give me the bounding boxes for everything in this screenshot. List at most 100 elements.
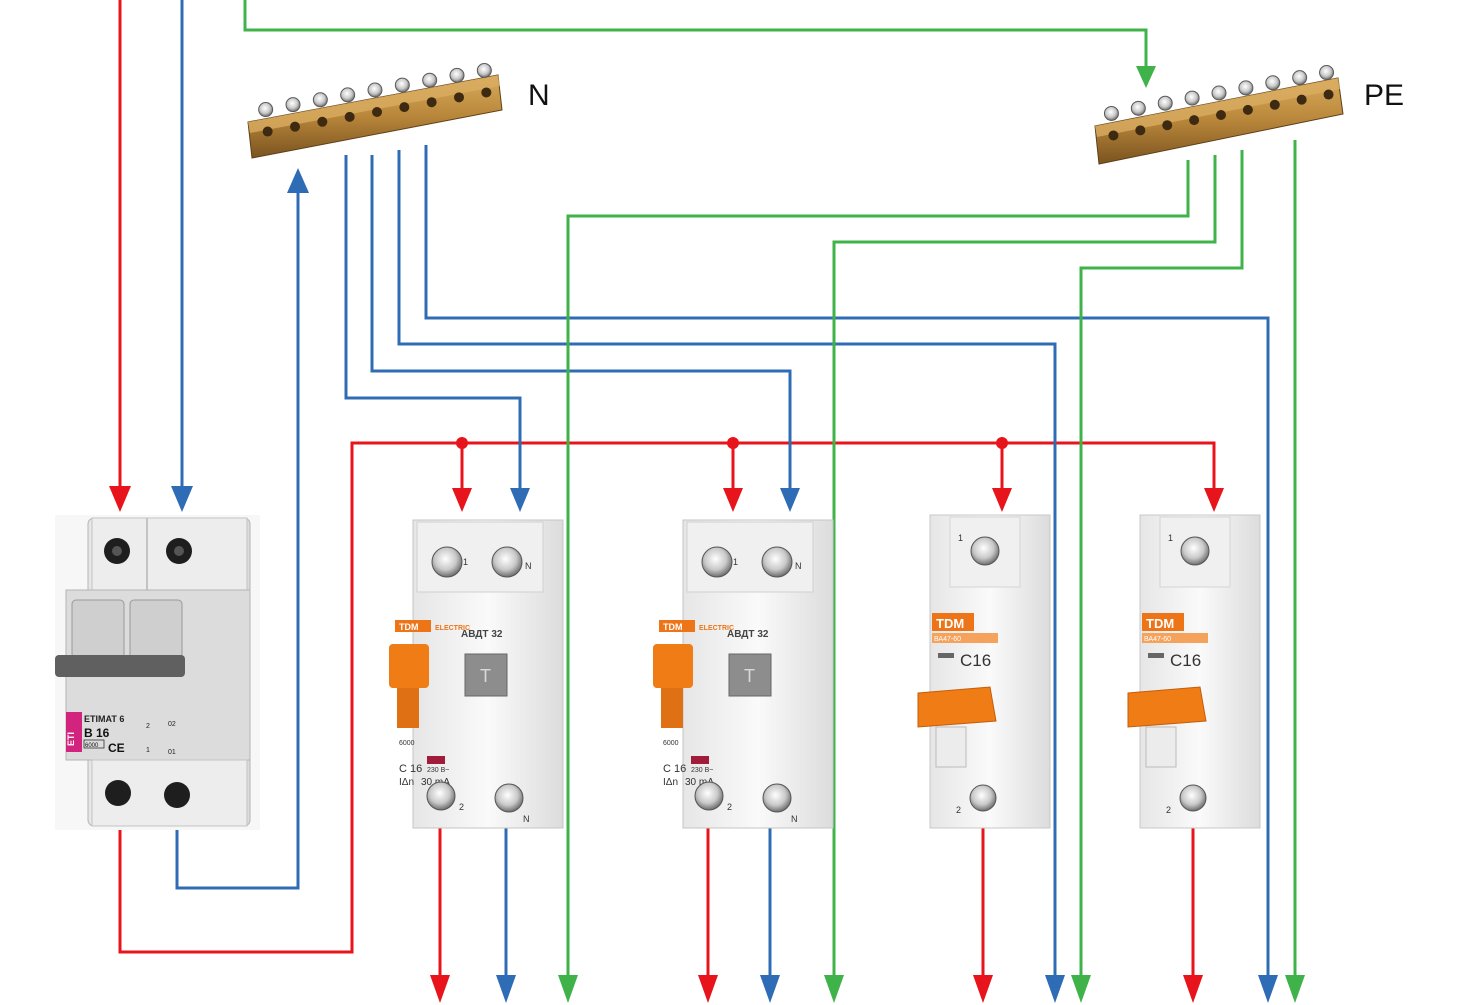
arrow-down-earth	[824, 975, 844, 1003]
arrow-down-earth	[1285, 975, 1305, 1003]
toggle-lever	[71, 599, 125, 659]
rating-text: C 16	[399, 763, 422, 775]
svg-text:1: 1	[146, 747, 150, 754]
svg-text:IΔn: IΔn	[663, 777, 678, 788]
busbar-hole	[262, 126, 273, 137]
svg-text:ELECTRIC: ELECTRIC	[435, 625, 470, 632]
terminal-screw	[1180, 536, 1210, 566]
svg-text:ВА47-60: ВА47-60	[1144, 636, 1171, 643]
earth-busbar: PE	[1094, 65, 1404, 165]
svg-text:ELECTRIC: ELECTRIC	[699, 625, 734, 632]
svg-text:01: 01	[168, 749, 176, 756]
arrow-down-phase	[973, 975, 993, 1003]
busbar-top-face	[248, 75, 500, 133]
svg-text:2: 2	[956, 805, 961, 815]
mcb-handle	[1127, 686, 1207, 728]
neutral-busbar-to-rcbo2	[370, 155, 792, 498]
busbar-screw	[1103, 105, 1119, 121]
neutral-main-to-busbar-wire	[175, 183, 300, 890]
brand-badge	[932, 613, 974, 631]
terminal-screw	[969, 784, 997, 812]
busbar-top-face	[1095, 78, 1340, 137]
terminal-screw	[431, 546, 463, 578]
busbar-screw	[367, 82, 383, 98]
eti-logo-strip	[66, 712, 82, 752]
busbar-screw	[1319, 65, 1335, 81]
ce-mark: CE	[108, 741, 125, 755]
terminal-screw	[761, 546, 793, 578]
svg-text:30 mA: 30 mA	[421, 777, 450, 788]
arrow-down-phase	[723, 488, 743, 512]
brand-badge	[1142, 613, 1184, 631]
busbar-screw	[394, 77, 410, 93]
busbar-hole	[399, 102, 410, 113]
busbar-hole	[1135, 125, 1146, 136]
busbar-screws	[258, 62, 492, 137]
rating-text: C16	[960, 651, 991, 670]
svg-text:T: T	[744, 666, 755, 686]
earth-busbar-out-3	[1079, 150, 1244, 988]
terminal-screw	[1179, 784, 1207, 812]
busbar-hole	[1162, 120, 1173, 131]
test-button	[464, 653, 508, 697]
wires	[109, 0, 1305, 1003]
busbar-screw	[476, 62, 492, 78]
mcb-1: 1 TDM ВА47-60 C16 2	[917, 514, 1051, 829]
svg-text:6000: 6000	[663, 740, 679, 747]
svg-text:1: 1	[1168, 533, 1173, 543]
phase-junctions	[456, 437, 1008, 449]
earth-busbar-out-1	[566, 160, 1190, 988]
busbar-hole	[290, 121, 300, 132]
earth-busbar-label: PE	[1364, 79, 1404, 112]
arrow-down-phase	[992, 488, 1012, 512]
busbar-screw	[1130, 100, 1146, 116]
busbar-screw	[1211, 85, 1227, 101]
rating-text: C 16	[663, 763, 686, 775]
busbar-screw	[449, 67, 465, 83]
brand-badge	[395, 620, 431, 632]
busbar-hole	[1108, 130, 1119, 141]
busbar-screw	[1265, 75, 1281, 91]
arrow-down-neutral	[510, 488, 530, 512]
svg-text:N: N	[795, 561, 802, 571]
svg-text:2: 2	[146, 723, 150, 730]
svg-text:IΔn: IΔn	[399, 777, 414, 788]
arrow-down-earth	[1071, 975, 1091, 1003]
terminal-screw	[762, 783, 792, 813]
svg-text:1: 1	[733, 557, 738, 567]
busbar-screw	[258, 102, 274, 118]
busbar-screw	[340, 87, 356, 103]
toggle-bar	[55, 655, 185, 677]
svg-text:TDM: TDM	[399, 622, 419, 632]
arrow-down-neutral	[171, 486, 193, 512]
busbar-screw	[1184, 90, 1200, 106]
toggle-lever	[129, 599, 183, 659]
svg-text:TDM: TDM	[663, 622, 683, 632]
svg-text:TDM: TDM	[1146, 616, 1174, 631]
breaking-capacity-text: 6000	[85, 743, 99, 749]
svg-text:2: 2	[727, 802, 732, 812]
neutral-busbar-to-rcbo1	[344, 155, 522, 498]
svg-text:N: N	[525, 561, 532, 571]
svg-text:1: 1	[463, 557, 468, 567]
arrow-down-phase	[1183, 975, 1203, 1003]
arrow-up-neutral	[287, 168, 309, 193]
busbar-screw	[422, 72, 438, 88]
neutral-wires	[175, 0, 1270, 988]
test-button	[728, 653, 772, 697]
arrow-down-earth	[1136, 66, 1156, 88]
svg-text:N: N	[791, 814, 798, 824]
terminal-screw	[164, 782, 190, 808]
junction-dot	[996, 437, 1008, 449]
neutral-busbar: N	[247, 62, 550, 159]
busbar-hole	[1216, 110, 1226, 120]
busbar-screw	[312, 92, 328, 108]
busbar-screw	[1157, 95, 1173, 111]
earth-busbar-out-2	[832, 155, 1217, 988]
mcb-2: 1 TDM ВА47-60 C16 2	[1127, 514, 1261, 829]
arrow-down-phase	[1204, 488, 1224, 512]
svg-text:2: 2	[459, 802, 464, 812]
svg-text:ВА47-60: ВА47-60	[934, 636, 961, 643]
terminal-screw	[491, 546, 523, 578]
